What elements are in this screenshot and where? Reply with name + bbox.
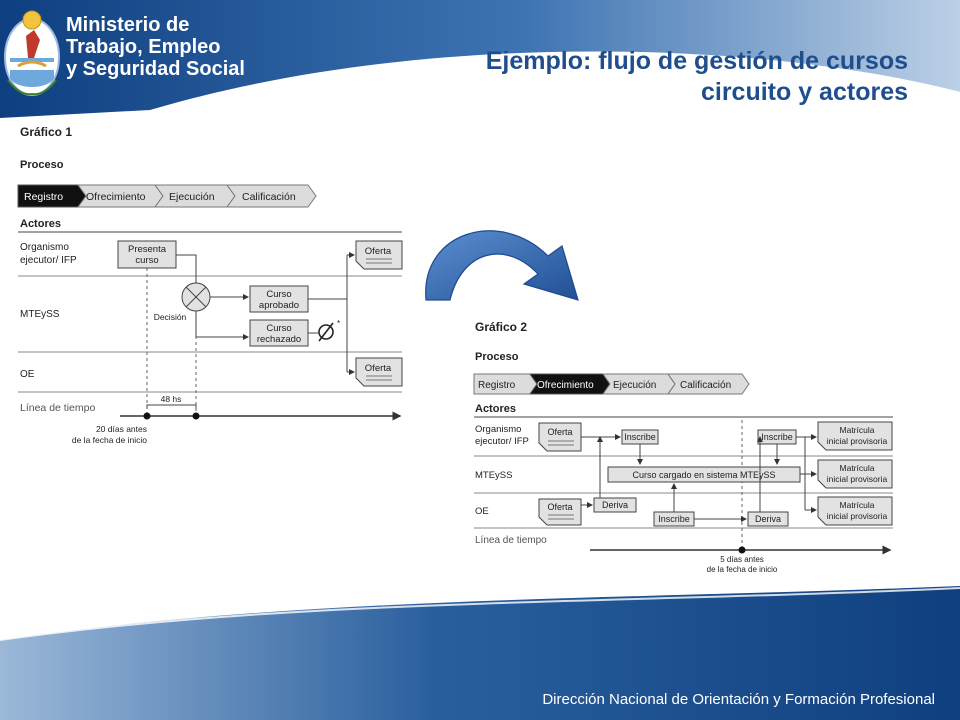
g1-step-registro-label: Registro	[24, 191, 63, 203]
g2-inscribe-2-label: Inscribe	[761, 432, 793, 442]
grafico-2-title: Gráfico 2	[475, 320, 527, 334]
org-name-line-3: y Seguridad Social	[66, 58, 245, 80]
g1-oferta-top-label: Oferta	[365, 246, 392, 257]
slide-title-line-1: Ejemplo: flujo de gestión de cursos	[485, 47, 908, 75]
org-name-line-1: Ministerio de	[66, 14, 190, 36]
g1-presenta-curso-box	[117, 240, 177, 269]
grafico-1-title: Gráfico 1	[20, 125, 72, 139]
g2-actor-ifp-line-1: Organismo	[475, 424, 521, 435]
g1-actor-mteyss: MTEySS	[20, 309, 60, 320]
g2-deriva-2-label: Deriva	[755, 514, 781, 524]
g2-timeline-label: Línea de tiempo	[475, 535, 547, 546]
footer-swoosh	[0, 587, 960, 641]
g2-matricula-3-line-1: Matrícula	[840, 500, 875, 510]
g2-deriva-1-box	[593, 497, 637, 513]
g2-step-calificacion	[667, 373, 750, 395]
g2-actor-mteyss: MTEySS	[475, 470, 512, 481]
g1-curso-aprobado-line-2: aprobado	[259, 300, 299, 311]
g2-matricula-1-line-2: inicial provisoria	[827, 436, 888, 446]
grafico-1-process-label: Proceso	[20, 159, 64, 171]
header-band	[0, 0, 960, 118]
g2-oferta-ifp-box	[538, 422, 582, 452]
g2-matricula-1-line-1: Matrícula	[840, 425, 875, 435]
g1-curso-rechazado-box	[249, 319, 309, 347]
g1-step-ofrecimiento-label: Ofrecimiento	[86, 191, 146, 203]
grafico-2-process-label: Proceso	[475, 351, 519, 363]
g1-curso-aprobado-line-1: Curso	[266, 289, 291, 300]
g1-actor-oe: OE	[20, 369, 35, 380]
g2-actor-oe: OE	[475, 506, 489, 517]
g2-matricula-1-box	[817, 421, 893, 451]
g2-matricula-2-box	[817, 459, 893, 489]
g1-step-calificacion	[226, 184, 317, 208]
g1-curso-rechazado-line-2: rechazado	[257, 334, 301, 345]
g1-asterisk: *	[337, 319, 340, 328]
g1-actor-ifp-line-1: Organismo	[20, 242, 69, 253]
g1-actors-label: Actores	[20, 218, 61, 230]
org-name: Ministerio de Trabajo, Empleo y Segurida…	[66, 14, 245, 80]
g1-decision-label: Decisión	[154, 312, 187, 322]
g2-actor-ifp-line-2: ejecutor/ IFP	[475, 436, 529, 447]
org-name-line-2: Trabajo, Empleo	[66, 36, 221, 58]
coat-of-arms-icon	[4, 10, 60, 96]
slide-title-line-2: circuito y actores	[700, 78, 908, 106]
g1-timeline-note-2: de la fecha de inicio	[72, 435, 147, 445]
g2-step-ofrecimiento-label: Ofrecimiento	[537, 380, 594, 391]
g2-curso-cargado-label: Curso cargado en sistema MTEySS	[632, 470, 775, 480]
g2-oferta-oe-label: Oferta	[547, 502, 572, 512]
g2-oferta-ifp-label: Oferta	[547, 427, 572, 437]
g1-presenta-curso-line-1: Presenta	[128, 244, 167, 255]
slide-title: Ejemplo: flujo de gestión de cursos circ…	[486, 46, 908, 108]
g1-step-calificacion-label: Calificación	[242, 191, 296, 203]
g2-matricula-2-line-1: Matrícula	[840, 463, 875, 473]
g1-oferta-bottom-box	[355, 357, 403, 387]
g2-timeline-note-1: 5 días antes	[720, 555, 764, 564]
g1-null-icon	[318, 322, 334, 342]
g1-actor-ifp-line-2: ejecutor/ IFP	[20, 255, 77, 266]
g2-matricula-3-box	[817, 496, 893, 526]
g2-step-registro-label: Registro	[478, 380, 516, 391]
g1-timeline-note-1: 20 días antes	[96, 424, 147, 434]
g1-timeline-label: Línea de tiempo	[20, 402, 95, 414]
g2-deriva-2-box	[747, 511, 789, 527]
g2-step-calificacion-label: Calificación	[680, 380, 731, 391]
header-white-swoosh	[150, 56, 960, 120]
footer-band	[0, 586, 960, 720]
footer-text: Dirección Nacional de Orientación y Form…	[542, 691, 935, 708]
g2-step-ejecucion-label: Ejecución	[613, 380, 656, 391]
g1-curso-aprobado-box	[249, 285, 309, 313]
g2-inscribe-3-label: Inscribe	[658, 514, 690, 524]
g2-deriva-1-label: Deriva	[602, 500, 628, 510]
g2-inscribe-1-label: Inscribe	[624, 432, 656, 442]
g2-matricula-3-line-2: inicial provisoria	[827, 511, 888, 521]
g1-oferta-top-box	[355, 240, 403, 270]
g1-oferta-bottom-label: Oferta	[365, 363, 392, 374]
g2-actors-label: Actores	[475, 403, 516, 415]
g2-timeline-note-2: de la fecha de inicio	[707, 565, 778, 574]
g1-step-ejecucion-label: Ejecución	[169, 191, 215, 203]
g1-duration-label: 48 hs	[161, 394, 182, 404]
g1-curso-rechazado-line-1: Curso	[266, 323, 291, 334]
g2-matricula-2-line-2: inicial provisoria	[827, 474, 888, 484]
g1-presenta-curso-line-2: curso	[135, 255, 158, 266]
